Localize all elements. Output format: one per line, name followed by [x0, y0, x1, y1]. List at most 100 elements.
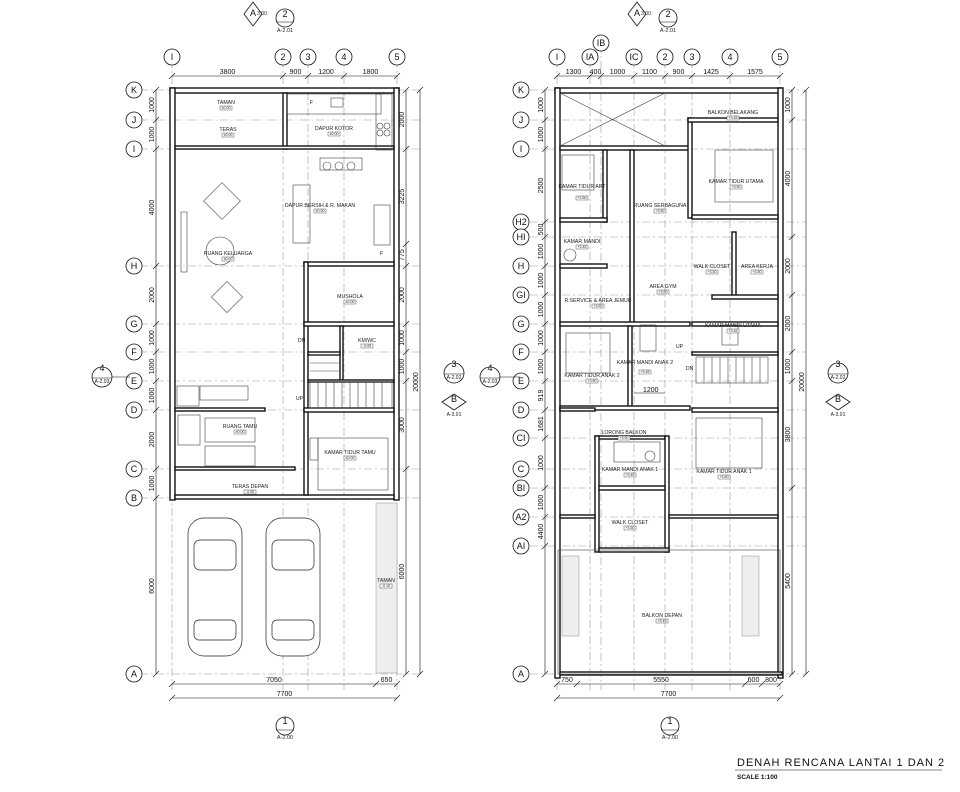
- section-letter-a: A: [250, 8, 256, 18]
- left-dim-1-tick: [152, 86, 160, 94]
- left-dim-2-label: 1681: [538, 416, 545, 432]
- right-dim-1-tick: [402, 465, 410, 473]
- right-dim-1-label: 1000: [399, 359, 406, 375]
- left-dim-2-tick: [541, 348, 549, 356]
- grid-bubble-col-I-circle: [163, 48, 181, 66]
- grid-bubble-row2-A: A: [518, 669, 524, 679]
- grid-bubble-row2-GI: GI: [516, 290, 526, 300]
- left-dim-2-label: 1000: [538, 302, 545, 318]
- left-dim-2-label: 1000: [538, 273, 545, 289]
- grid-bubble-row2-J: J: [519, 115, 524, 125]
- right-dim-1-tick: [402, 145, 410, 153]
- top-dim-1-label: 1800: [363, 69, 379, 76]
- top-dim-1-label: 900: [290, 69, 302, 76]
- left-dim-2-tick: [541, 320, 549, 328]
- grid-bubble-col2-5: 5: [777, 52, 782, 62]
- room-level: +3.45: [577, 245, 586, 249]
- right-dim-1-tick: [402, 240, 410, 248]
- room-level: +3.50: [625, 526, 634, 530]
- grid-bubble-row2-J-circle: [512, 111, 530, 129]
- right-dim-2-tick: [788, 233, 796, 241]
- left-dim-2-label: 1000: [538, 97, 545, 113]
- furniture-1: [176, 93, 393, 491]
- room-label: RUANG KELUARGA: [204, 251, 253, 257]
- section-marker-right-2: 3 A-2.02 B A-3.01: [825, 359, 851, 418]
- grid-bubble-row-I-circle: [125, 140, 143, 158]
- left-dim-2-tick: [541, 86, 549, 94]
- section-letter-a-2: A: [634, 8, 640, 18]
- room-level: ±0.00: [316, 209, 325, 213]
- bottom-dim-2-label: 600: [748, 677, 760, 684]
- grid-bubble-row-G-circle: [125, 315, 143, 333]
- left-dim-2-tick: [541, 406, 549, 414]
- room-label: WALK CLOSET: [694, 264, 732, 270]
- left-ref-2: A-2.03: [483, 379, 498, 385]
- grid-bubble-row-A: A: [131, 669, 137, 679]
- grid-bubble-row2-CI: CI: [517, 433, 526, 443]
- room-level: +3.50: [655, 209, 664, 213]
- room-label: KAMAR TIDUR ANAK 2: [564, 373, 619, 379]
- grid-bubble-row-F: F: [131, 347, 137, 357]
- grid-bubble-row2-F-circle: [512, 343, 530, 361]
- bottom-total-2-label: 7700: [661, 691, 677, 698]
- room-level: -0.05: [363, 344, 371, 348]
- grid-bubble-row2-HI: HI: [517, 232, 526, 242]
- right-dim-2-label: 2000: [785, 258, 792, 274]
- grid-bubble-row-F-circle: [125, 343, 143, 361]
- left-dim-2-tick: [541, 484, 549, 492]
- top-dim-2-label: 900: [673, 69, 685, 76]
- right-dim-1-tick: [402, 320, 410, 328]
- top-dim-2-label: 1575: [747, 69, 763, 76]
- left-dim-2-tick: [541, 116, 549, 124]
- room-level: +3.50: [577, 196, 586, 200]
- section-markers: A 3.00 2 A-2.01 A 3.00 2 A-2.01 4 A-2.03: [91, 1, 851, 741]
- walls-1: [169, 87, 400, 501]
- right-ref-1: A-2.02: [447, 375, 462, 381]
- grid-bubble-col-3: 3: [305, 52, 310, 62]
- room-level: -0.05: [246, 490, 254, 494]
- left-dim-1-tick: [152, 348, 160, 356]
- section-sub-2: 3.00: [641, 11, 651, 17]
- left-dim-2-tick: [541, 218, 549, 226]
- grid-bubble-row2-G-circle: [512, 315, 530, 333]
- right-total-2-tick: [802, 670, 810, 678]
- left-num-1: 4: [99, 363, 104, 373]
- right-dim-1-label: 775: [399, 249, 406, 261]
- right-dim-1-tick: [402, 377, 410, 385]
- room-label: KAMAR MANDI ANAK 1: [602, 467, 658, 473]
- section-marker-bottom-2: 1 A-2.00: [660, 716, 680, 741]
- left-dim-1-tick: [152, 494, 160, 502]
- grid-bubble-row2-CI-circle: [512, 429, 530, 447]
- grid-bubble-col2-3-circle: [683, 48, 701, 66]
- room-label: RUANG TAMU: [223, 424, 258, 430]
- room-level: ±0.00: [224, 257, 233, 261]
- bottom-dim-2-tick: [741, 680, 749, 688]
- right-dim-2-label: 4000: [785, 171, 792, 187]
- room-level: +3.50: [719, 475, 728, 479]
- right-ref-2: A-2.02: [831, 375, 846, 381]
- dn-mark-1: DN: [298, 338, 306, 344]
- left-dim-2-label: 4400: [538, 524, 545, 540]
- room-level: ±0.00: [346, 456, 355, 460]
- right-dim-2-tick: [788, 116, 796, 124]
- bottom-total-2-tick: [553, 694, 561, 702]
- grid-bubble-row2-BI-circle: [512, 479, 530, 497]
- right-dim-1-label: 2000: [399, 287, 406, 303]
- left-dim-1-tick: [152, 377, 160, 385]
- top-dim-2-label: 1300: [566, 69, 582, 76]
- grid-bubble-col2-4: 4: [727, 52, 732, 62]
- grid-bubble-row2-I-circle: [512, 140, 530, 158]
- grid-bubble-row-J-circle: [125, 111, 143, 129]
- grid-bubble-row2-C-circle: [512, 460, 530, 478]
- grid-bubble-row2-K: K: [518, 85, 524, 95]
- left-dim-1-tick: [152, 465, 160, 473]
- left-dim-2-label: 1000: [538, 330, 545, 346]
- bottom-total-1-tick: [168, 694, 176, 702]
- left-dim-2-label: 2500: [538, 178, 545, 194]
- top-dim-2-tick: [776, 72, 784, 80]
- plan-lantai-1: TAMAN ±0.00 TERAS ±0.00 DAPUR KOTOR ±0.0…: [140, 60, 420, 690]
- grid-bubble-col2-5-circle: [771, 48, 789, 66]
- grid-bubble-col2-2: 2: [662, 52, 667, 62]
- stair-2: [559, 92, 769, 384]
- left-dim-2-label: 1000: [538, 127, 545, 143]
